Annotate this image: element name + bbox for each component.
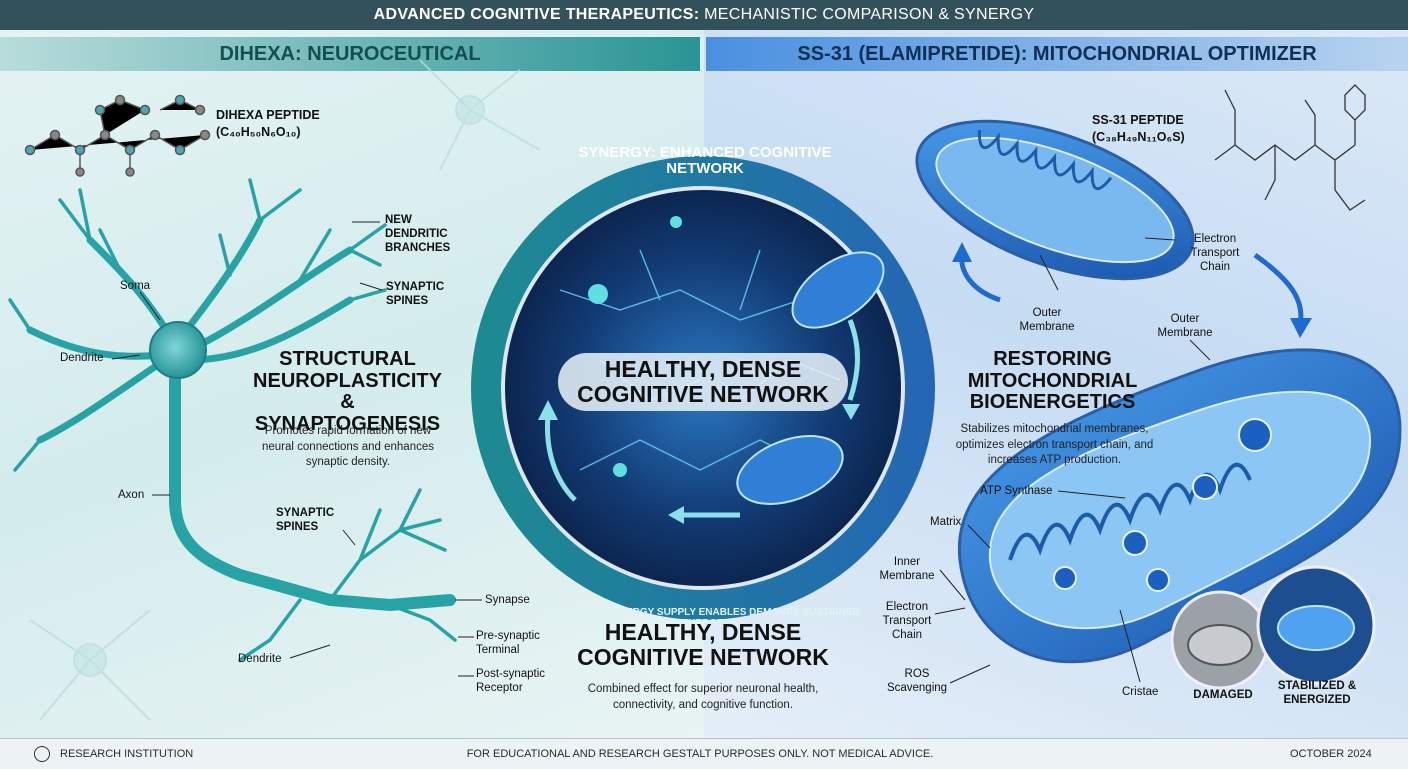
left-leader-lines (111, 221, 482, 677)
dihexa-molecule-icon (24, 94, 211, 177)
footer-date: OCTOBER 2024 (1290, 748, 1372, 760)
center-neuron (588, 216, 682, 477)
title-bold: ADVANCED COGNITIVE THERAPEUTICS: (373, 6, 700, 23)
ss31-molecule-icon (1214, 84, 1366, 211)
left-section-title: STRUCTURAL NEUROPLASTICITY & SYNAPTOGENE… (253, 348, 442, 435)
label-stabilized: STABILIZED & ENERGIZED (1277, 680, 1357, 706)
ss31-molecule-label: SS-31 PEPTIDE (C₃₈H₄₉N₁₁O₆S) (1092, 112, 1185, 146)
dihexa-molecule-label: DIHEXA PEPTIDE (C₄₀H₅₀N₆O₁₀) (216, 107, 320, 141)
label-soma: Soma (120, 280, 151, 292)
left-section-text: Promotes rapid formation of new neural c… (262, 425, 434, 469)
label-outer-membrane-right: Outer Membrane (1157, 313, 1213, 339)
mitochondrion-top (915, 119, 1195, 281)
page-title: ADVANCED COGNITIVE THERAPEUTICS: MECHANI… (0, 0, 1408, 30)
background-neurons (29, 59, 541, 721)
cycle-arrowheads (538, 400, 860, 524)
dihexa-molecule-formula: (C₄₀H₅₀N₆O₁₀) (216, 124, 301, 139)
footer-institution: RESEARCH INSTITUTION (60, 748, 194, 760)
label-ros: ROS Scavenging (886, 668, 948, 694)
network-core-title: HEALTHY, DENSE COGNITIVE NETWORK (558, 353, 848, 411)
neuron-illustration (8, 178, 457, 662)
label-cristae: Cristae (1122, 686, 1159, 698)
institution-logo-icon (34, 746, 50, 762)
left-heading: DIHEXA: NEUROCEUTICAL (0, 37, 700, 71)
ss31-molecule-formula: (C₃₈H₄₉N₁₁O₆S) (1092, 129, 1185, 144)
mitochondrion-large (957, 348, 1402, 664)
label-dendrite-bottom: Dendrite (238, 653, 282, 665)
ring-top-text: SYNERGY: ENHANCED COGNITIVE NETWORK (578, 144, 832, 178)
ss31-molecule-name: SS-31 PEPTIDE (1092, 113, 1184, 127)
cycle-arrows (544, 319, 860, 518)
right-section-text: Stabilizes mitochondrial membranes, opti… (955, 423, 1154, 467)
label-etc-top: Electron Transport Chain (1190, 233, 1240, 273)
soma-body (149, 321, 207, 379)
footer: RESEARCH INSTITUTION FOR EDUCATIONAL AND… (0, 738, 1408, 769)
label-pre-synaptic: Pre-synaptic Terminal (476, 630, 540, 656)
center-bottom-title: HEALTHY, DENSE COGNITIVE NETWORK (577, 619, 829, 670)
label-atp-synthase: ATP Synthase (980, 485, 1053, 497)
center-bottom-text: Combined effect for superior neuronal he… (587, 683, 819, 711)
label-matrix: Matrix (930, 516, 962, 528)
label-inner-membrane: Inner Membrane (879, 556, 935, 582)
label-dendrite-top: Dendrite (60, 352, 104, 364)
label-synaptic-spines-top: SYNAPTIC SPINES (386, 281, 445, 307)
dihexa-molecule-name: DIHEXA PEPTIDE (216, 108, 320, 122)
right-heading: SS-31 (ELAMIPRETIDE): MITOCHONDRIAL OPTI… (706, 37, 1408, 71)
label-synapse: Synapse (485, 594, 530, 606)
ring-bottom-text: INCREASED ENERGY SUPPLY ENABLES DEMANDS … (550, 607, 860, 629)
title-rest: MECHANISTIC COMPARISON & SYNERGY (704, 6, 1035, 23)
label-damaged: DAMAGED (1193, 689, 1253, 701)
right-section-title: RESTORING MITOCHONDRIAL BIOENERGETICS (967, 348, 1138, 414)
label-new-dendritic-branches: NEW DENDRITIC BRANCHES (385, 214, 451, 254)
label-synaptic-spines-bottom: SYNAPTIC SPINES (276, 507, 335, 533)
label-axon: Axon (118, 489, 145, 501)
footer-disclaimer: FOR EDUCATIONAL AND RESEARCH GESTALT PUR… (466, 748, 934, 760)
center-mitochondria (736, 251, 885, 505)
label-post-synaptic: Post-synaptic Receptor (476, 668, 546, 694)
label-outer-membrane-top: Outer Membrane (1019, 307, 1075, 333)
right-leader-lines (934, 237, 1211, 684)
label-etc-bottom: Electron Transport Chain (882, 601, 932, 641)
